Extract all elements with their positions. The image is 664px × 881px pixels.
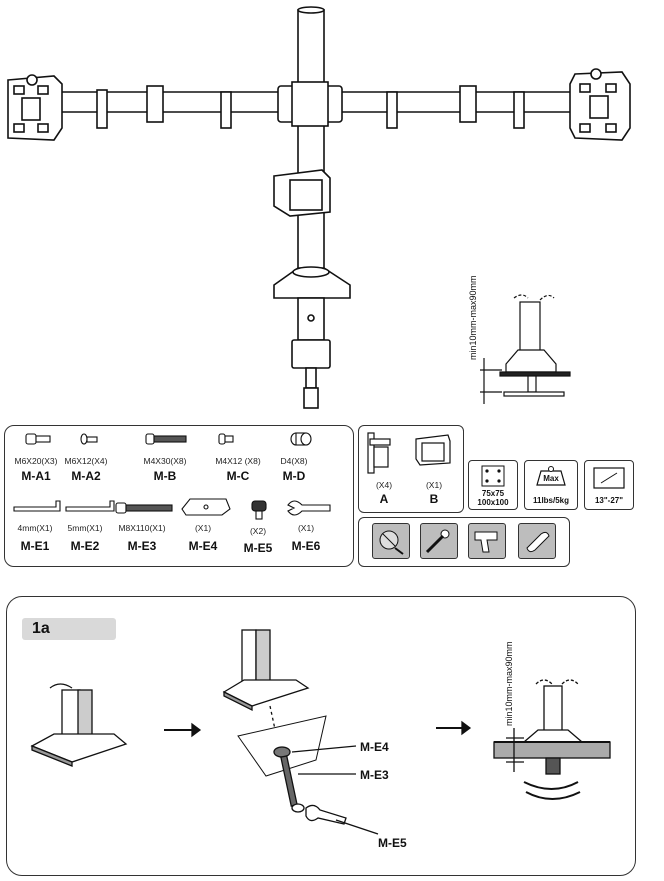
- part-code-m-e4: M-E4: [188, 539, 218, 553]
- washer-m-d-icon: [290, 432, 312, 446]
- part-qty-m-b: M4X30(X8): [143, 456, 187, 466]
- max-load-value: 11lbs/5kg: [532, 496, 570, 505]
- wrench-m-e6-icon: [287, 500, 331, 516]
- callout-m-e5: M-E5: [378, 836, 407, 850]
- stage1-base: [30, 683, 128, 767]
- max-load-tile: Max 11lbs/5kg: [524, 460, 578, 510]
- step-dimension-label: min10mm-max90mm: [504, 641, 514, 726]
- vesa-spec-tile: 75x75 100x100: [468, 460, 518, 510]
- parts-box: [4, 425, 354, 567]
- clamp-thickness-diagram: min10mm-max90mm: [468, 275, 571, 404]
- clip-qty-a: (X4): [375, 480, 393, 490]
- screw-m-b-icon: [145, 433, 187, 445]
- plate-m-e4-icon: [181, 498, 231, 516]
- part-qty-m-e6: (X1): [297, 523, 315, 533]
- part-code-m-e3: M-E3: [127, 539, 157, 553]
- part-code-m-b: M-B: [153, 469, 177, 483]
- vesa-pattern-icon: [481, 465, 505, 487]
- part-qty-m-a2: M6X12(X4): [64, 456, 108, 466]
- step-number: 1a: [32, 620, 50, 637]
- allen-key-4mm-icon: [13, 500, 61, 512]
- bolt-m-e3-icon: [115, 502, 173, 514]
- arrow-2: [436, 720, 472, 736]
- stage3-mounted: [493, 679, 611, 800]
- screen-size-tile: 13"-27": [584, 460, 634, 510]
- part-code-m-a1: M-A1: [21, 469, 51, 483]
- clip-qty-b: (X1): [425, 480, 443, 490]
- clip-code-a: A: [379, 492, 389, 506]
- drill-icon: [468, 523, 506, 559]
- screen-size-value: 13"-27": [594, 496, 624, 505]
- clip-a-icon: [367, 432, 391, 474]
- stage2-exploded: [222, 629, 379, 835]
- arrow-1: [164, 722, 202, 738]
- vesa-line2: 100x100: [477, 498, 509, 507]
- part-qty-m-c: M4X12 (X8): [215, 456, 261, 466]
- callout-m-e4: M-E4: [360, 740, 389, 754]
- screen-diagonal-icon: [593, 467, 625, 489]
- mounting-tool-icon: [372, 523, 410, 559]
- parts-icons: [13, 432, 331, 520]
- vesa-line1: 75x75: [481, 489, 505, 498]
- part-code-m-c: M-C: [226, 469, 250, 483]
- part-code-m-e2: M-E2: [70, 539, 100, 553]
- allen-key-5mm-icon: [65, 500, 115, 512]
- step-1a-illustration: min10mm-max90mm: [30, 629, 611, 835]
- wrench-tool-icon: [518, 523, 556, 559]
- step-badge: 1a: [22, 618, 116, 640]
- part-code-m-e5: M-E5: [243, 541, 273, 555]
- clip-b-icon: [415, 434, 451, 466]
- screw-m-a1-icon: [25, 433, 51, 445]
- part-code-m-d: M-D: [282, 469, 306, 483]
- clip-code-b: B: [429, 492, 439, 506]
- weight-icon: [536, 466, 566, 486]
- part-code-m-e6: M-E6: [291, 539, 321, 553]
- part-code-m-a2: M-A2: [71, 469, 101, 483]
- part-qty-m-e1: 4mm(X1): [17, 523, 53, 533]
- knob-m-e5-icon: [251, 500, 267, 520]
- max-badge: Max: [543, 474, 559, 483]
- screwdriver-icon: [420, 523, 458, 559]
- part-qty-m-e5: (X2): [249, 526, 267, 536]
- callout-m-e3: M-E3: [360, 768, 389, 782]
- part-code-m-e1: M-E1: [20, 539, 50, 553]
- part-qty-m-e3: M8X110(X1): [118, 523, 166, 533]
- part-qty-m-a1: M6X20(X3): [14, 456, 58, 466]
- top-dimension-label: min10mm-max90mm: [468, 275, 478, 360]
- part-qty-m-e2: 5mm(X1): [67, 523, 103, 533]
- monitor-arm-assembly-drawing: [7, 6, 631, 409]
- screw-m-a2-icon: [80, 433, 98, 445]
- part-qty-m-e4: (X1): [194, 523, 212, 533]
- part-qty-m-d: D4(X8): [280, 456, 308, 466]
- clips-icons: [367, 432, 451, 474]
- screw-m-c-icon: [218, 433, 234, 445]
